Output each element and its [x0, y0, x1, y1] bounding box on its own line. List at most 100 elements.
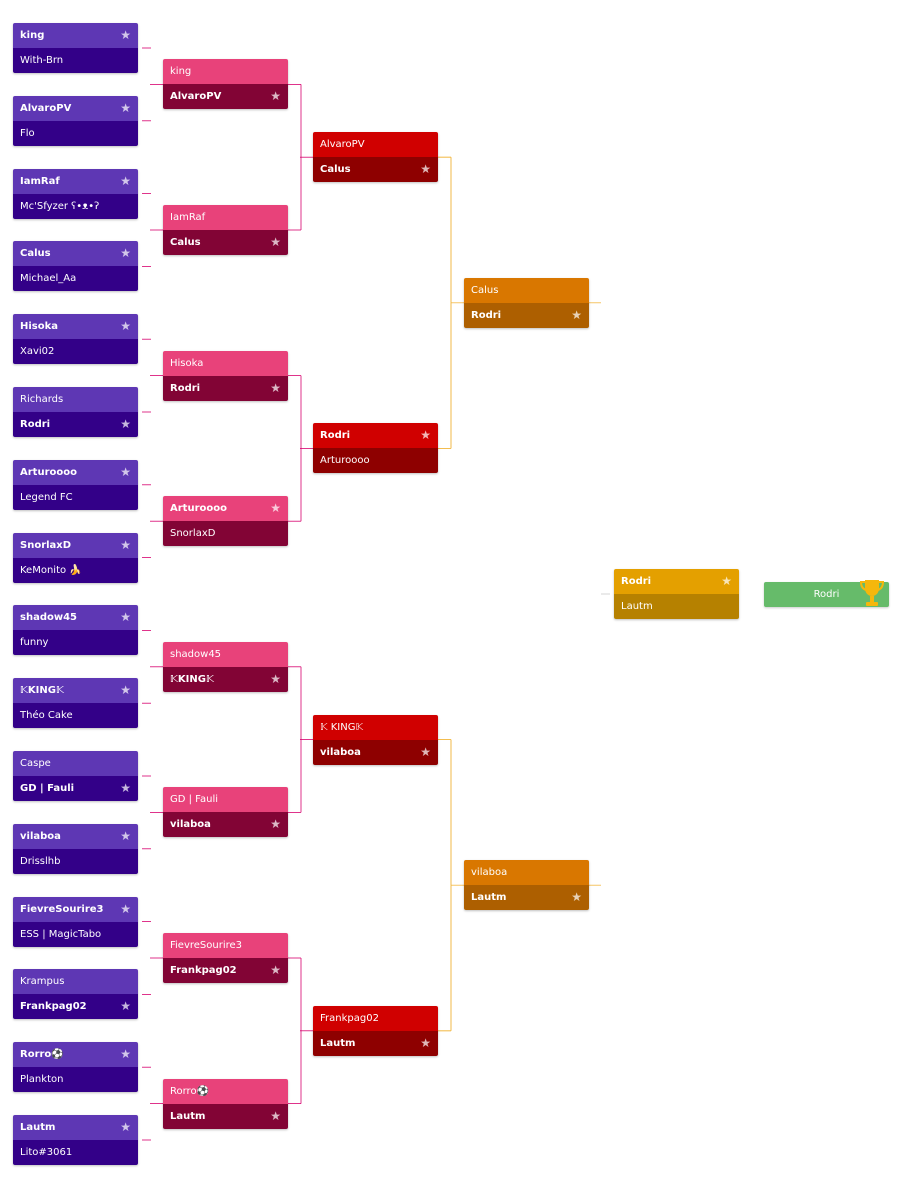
winner-slot[interactable]: Calus★	[313, 157, 438, 183]
round-1-match-7[interactable]: Arturoooo★Legend FC	[13, 459, 138, 510]
winner-slot[interactable]: Frankpag02★	[13, 994, 138, 1020]
winner-slot[interactable]: vilaboa★	[163, 812, 288, 838]
final-match-1[interactable]: Rodri★Lautm	[614, 569, 739, 619]
winner-slot[interactable]: Lautm★	[464, 885, 589, 911]
loser-slot[interactable]: KeMonito 🍌	[13, 557, 138, 583]
champion-box[interactable]: Rodri	[764, 580, 889, 607]
round-1-match-10[interactable]: 𝕂KING𝕂★Théo Cake	[13, 678, 138, 729]
round-1-match-2[interactable]: AlvaroPV★Flo	[13, 95, 138, 146]
winner-slot[interactable]: Rodri★	[464, 302, 589, 328]
winner-slot[interactable]: Rodri★	[163, 375, 288, 401]
winner-slot[interactable]: AlvaroPV★	[163, 84, 288, 110]
winner-slot[interactable]: Calus★	[163, 230, 288, 255]
winner-slot[interactable]: IamRaf★	[13, 168, 138, 194]
round-2-match-4[interactable]: Arturoooo★SnorlaxD	[163, 496, 288, 547]
loser-slot[interactable]: ESS | MagicTabo	[13, 921, 138, 947]
loser-slot[interactable]: Michael_Aa	[13, 266, 138, 292]
loser-slot[interactable]: vilaboa	[464, 860, 589, 886]
loser-slot[interactable]: GD | Fauli	[163, 787, 288, 813]
loser-slot[interactable]: 𝕂 KING𝕂	[313, 714, 438, 740]
round-1-match-3[interactable]: IamRaf★Mc'Sfyzer ʕ•ᴥ•ʔ	[13, 168, 138, 219]
loser-slot[interactable]: AlvaroPV	[313, 132, 438, 158]
loser-slot[interactable]: Xavi02	[13, 339, 138, 365]
player-name: AlvaroPV	[320, 139, 365, 151]
loser-slot[interactable]: Lautm	[614, 594, 739, 619]
winner-slot[interactable]: Hisoka★	[13, 314, 138, 340]
loser-slot[interactable]: Mc'Sfyzer ʕ•ᴥ•ʔ	[13, 193, 138, 219]
winner-slot[interactable]: Rodri★	[13, 412, 138, 437]
loser-slot[interactable]: Plankton	[13, 1067, 138, 1093]
loser-slot[interactable]: SnorlaxD	[163, 521, 288, 547]
loser-slot[interactable]: king	[163, 59, 288, 85]
loser-slot[interactable]: Frankpag02	[313, 1005, 438, 1031]
loser-slot[interactable]: FievreSourire3	[163, 933, 288, 958]
loser-slot[interactable]: Legend FC	[13, 484, 138, 510]
winner-slot[interactable]: 𝕂KING𝕂★	[163, 666, 288, 692]
winner-slot[interactable]: Calus★	[13, 241, 138, 267]
winner-slot[interactable]: Frankpag02★	[163, 958, 288, 983]
loser-slot[interactable]: Théo Cake	[13, 703, 138, 729]
loser-slot[interactable]: Flo	[13, 120, 138, 146]
winner-slot[interactable]: Rodri★	[614, 569, 739, 594]
winner-slot[interactable]: shadow45★	[13, 605, 138, 631]
star-icon: ★	[270, 501, 281, 516]
round-1-match-5[interactable]: Hisoka★Xavi02	[13, 314, 138, 365]
round-2-match-8[interactable]: Rorro⚽Lautm★	[163, 1078, 288, 1129]
round-1-match-1[interactable]: king★With-Brn	[13, 23, 138, 73]
round-1-match-13[interactable]: FievreSourire3★ESS | MagicTabo	[13, 896, 138, 947]
round-1-match-4[interactable]: Calus★Michael_Aa	[13, 241, 138, 292]
round-1-match-8[interactable]: SnorlaxD★ KeMonito 🍌	[13, 532, 138, 583]
star-icon: ★	[120, 537, 131, 552]
winner-slot[interactable]: Rodri★	[313, 423, 438, 449]
loser-slot[interactable]: Caspe	[13, 751, 138, 776]
quarterfinals-match-2[interactable]: Rodri★Arturoooo	[313, 423, 438, 474]
loser-slot[interactable]: Rorro⚽	[163, 1078, 288, 1104]
loser-slot[interactable]: With-Brn	[13, 48, 138, 73]
winner-slot[interactable]: Rorro⚽★	[13, 1042, 138, 1068]
winner-slot[interactable]: 𝕂KING𝕂★	[13, 678, 138, 704]
winner-slot[interactable]: FievreSourire3★	[13, 896, 138, 922]
loser-slot[interactable]: Lito#3061	[13, 1140, 138, 1165]
player-name: KeMonito 🍌	[20, 564, 82, 576]
loser-slot[interactable]: IamRaf	[163, 205, 288, 230]
winner-slot[interactable]: Lautm★	[163, 1103, 288, 1129]
loser-slot[interactable]: Richards	[13, 387, 138, 412]
round-1-match-9[interactable]: shadow45★funny	[13, 605, 138, 656]
star-icon: ★	[120, 683, 131, 698]
winner-slot[interactable]: SnorlaxD★	[13, 532, 138, 558]
round-1-match-12[interactable]: vilaboa★Drisslhb	[13, 823, 138, 874]
loser-slot[interactable]: Drisslhb	[13, 848, 138, 874]
winner-slot[interactable]: Arturoooo★	[13, 459, 138, 485]
loser-slot[interactable]: Hisoka	[163, 350, 288, 376]
winner-slot[interactable]: AlvaroPV★	[13, 95, 138, 121]
player-name: Arturoooo	[20, 466, 77, 478]
winner-slot[interactable]: GD | Fauli★	[13, 776, 138, 801]
winner-slot[interactable]: king★	[13, 23, 138, 48]
winner-slot[interactable]: vilaboa★	[13, 823, 138, 849]
winner-slot[interactable]: Lautm★	[13, 1115, 138, 1140]
loser-slot[interactable]: shadow45	[163, 641, 288, 667]
winner-slot[interactable]: Lautm★	[313, 1030, 438, 1056]
loser-slot[interactable]: Arturoooo	[313, 448, 438, 474]
round-1-match-16[interactable]: Lautm★Lito#3061	[13, 1115, 138, 1165]
winner-slot[interactable]: vilaboa★	[313, 739, 438, 765]
winner-slot[interactable]: Arturoooo★	[163, 496, 288, 522]
loser-slot[interactable]: Calus	[464, 277, 589, 303]
round-1-match-15[interactable]: Rorro⚽★Plankton	[13, 1042, 138, 1093]
loser-slot[interactable]: funny	[13, 630, 138, 656]
loser-slot[interactable]: Krampus	[13, 969, 138, 995]
quarterfinals-match-1[interactable]: AlvaroPV Calus★	[313, 132, 438, 183]
